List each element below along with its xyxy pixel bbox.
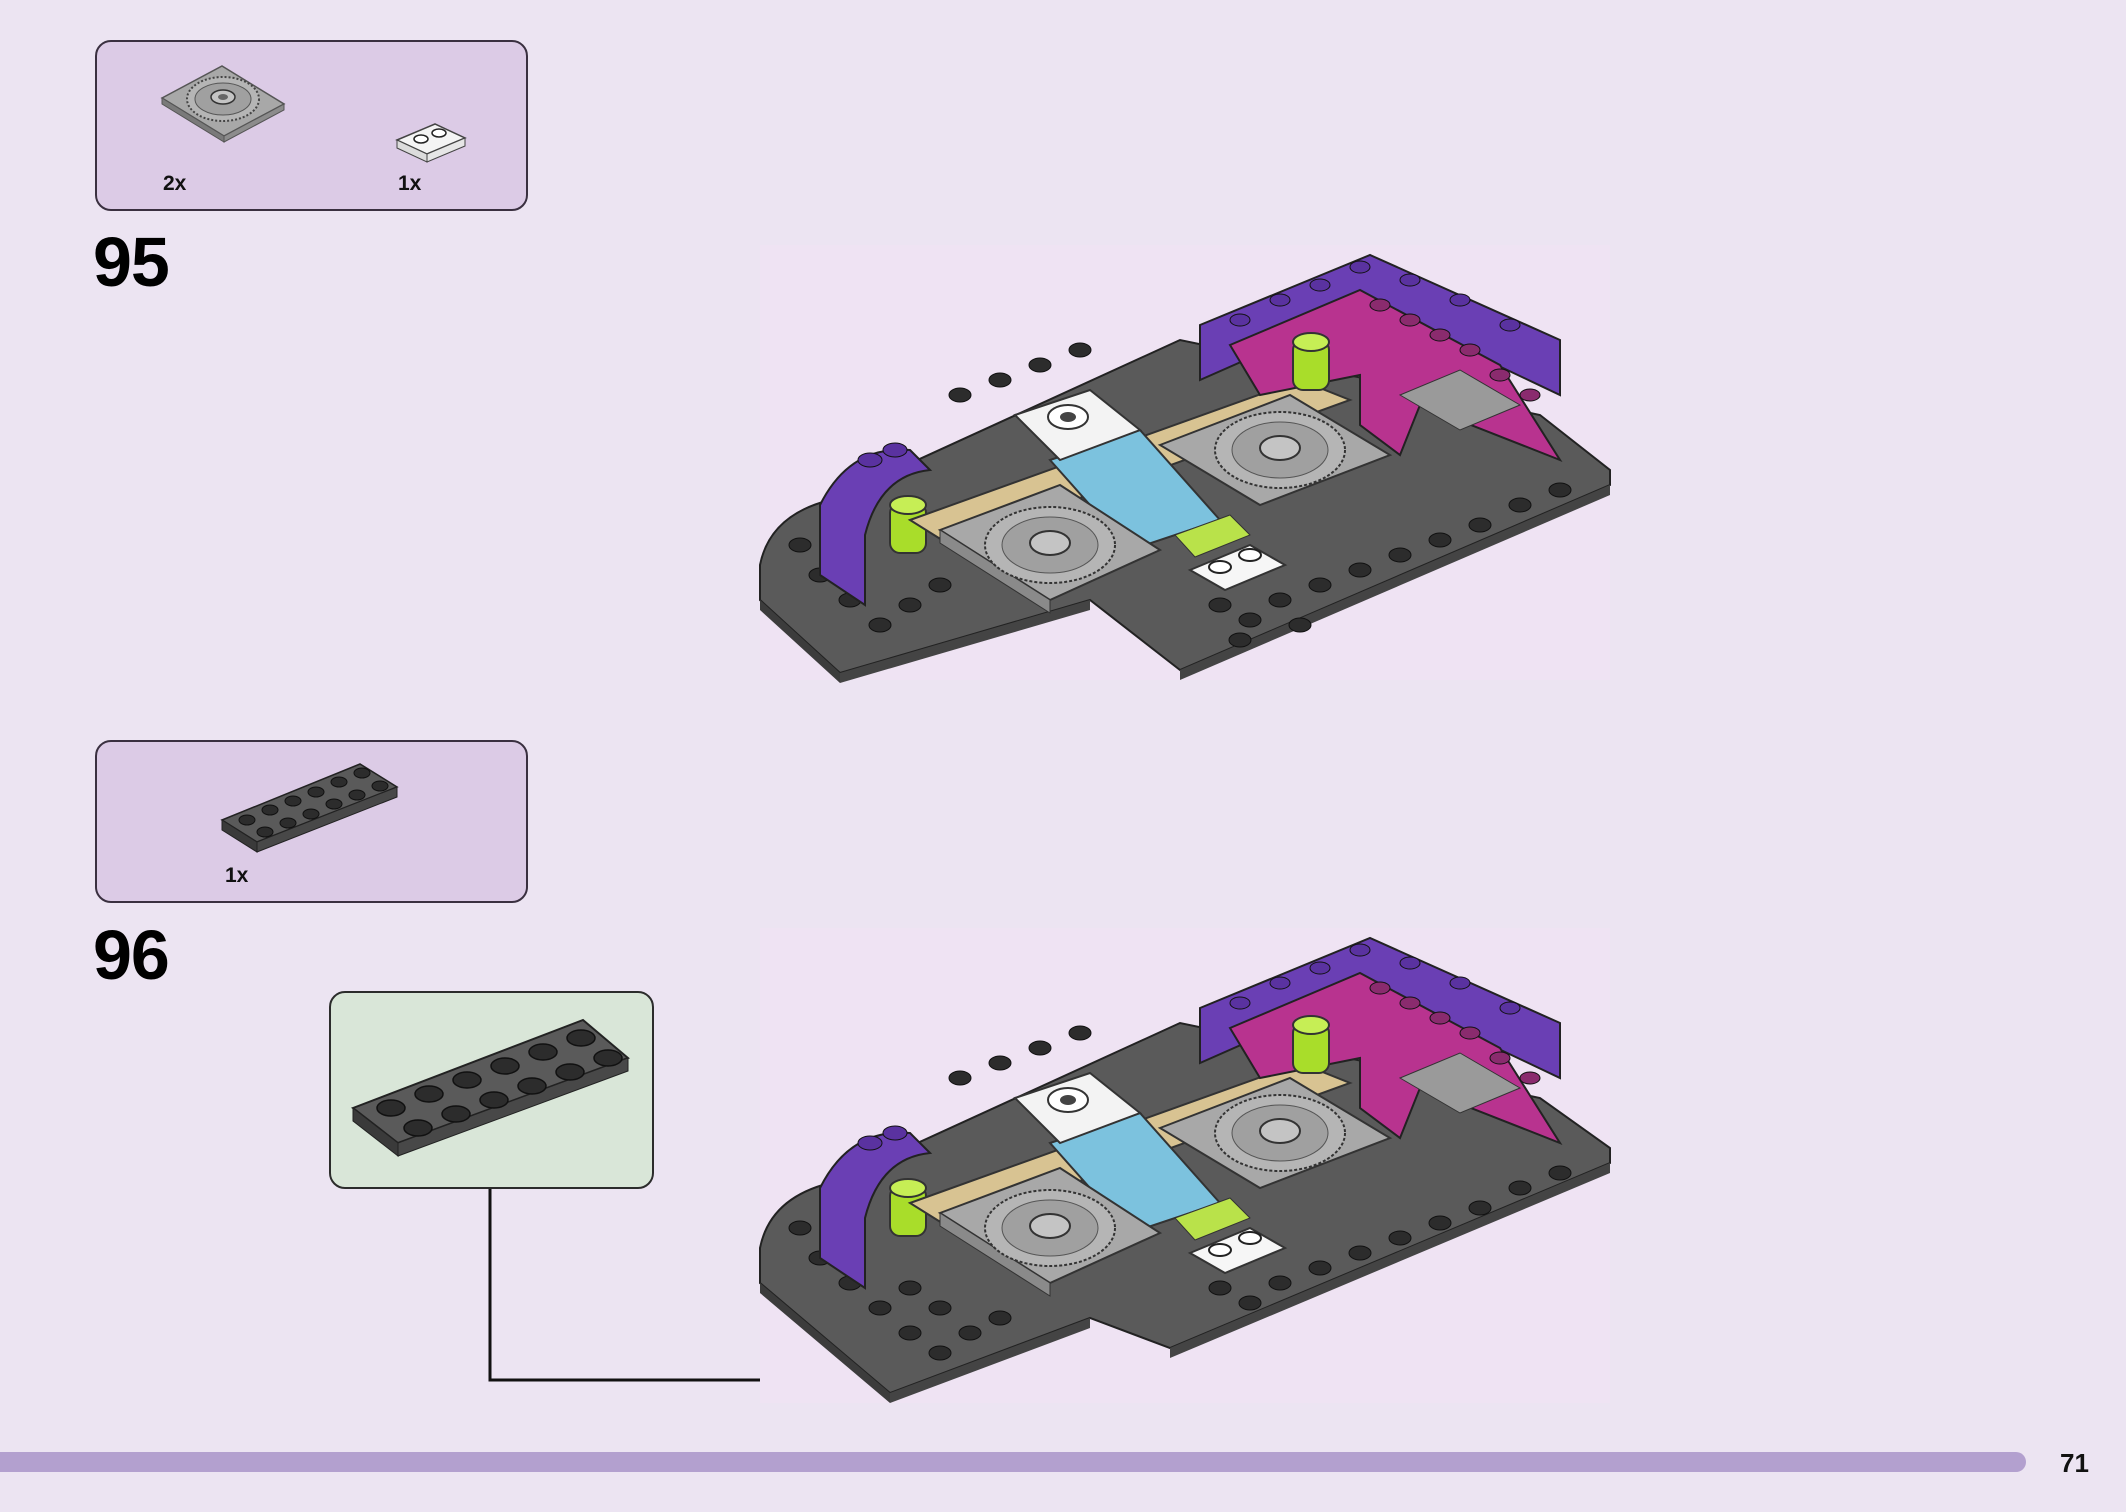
parts-box-step-95: 2x 1x	[95, 40, 528, 211]
step-number: 96	[93, 916, 170, 994]
callout-box	[329, 991, 654, 1189]
progress-bar	[0, 1452, 2026, 1472]
part-quantity: 1x	[225, 864, 249, 887]
page-number: 71	[2060, 1448, 2089, 1478]
assembly-model-step-95	[759, 245, 1611, 683]
parts-box-step-96: 1x	[95, 740, 528, 903]
white-plate-part-icon	[395, 123, 467, 163]
gear-plate-part-icon	[160, 65, 286, 143]
dark-plate-part-icon	[220, 763, 399, 853]
assembly-model-step-96	[759, 928, 1611, 1403]
dark-plate-callout-icon	[350, 1018, 630, 1158]
assembly-illustration	[759, 936, 1611, 1403]
assembly-illustration	[759, 253, 1611, 683]
step-number: 95	[93, 223, 170, 301]
part-quantity: 1x	[398, 172, 422, 195]
part-quantity: 2x	[163, 172, 187, 195]
